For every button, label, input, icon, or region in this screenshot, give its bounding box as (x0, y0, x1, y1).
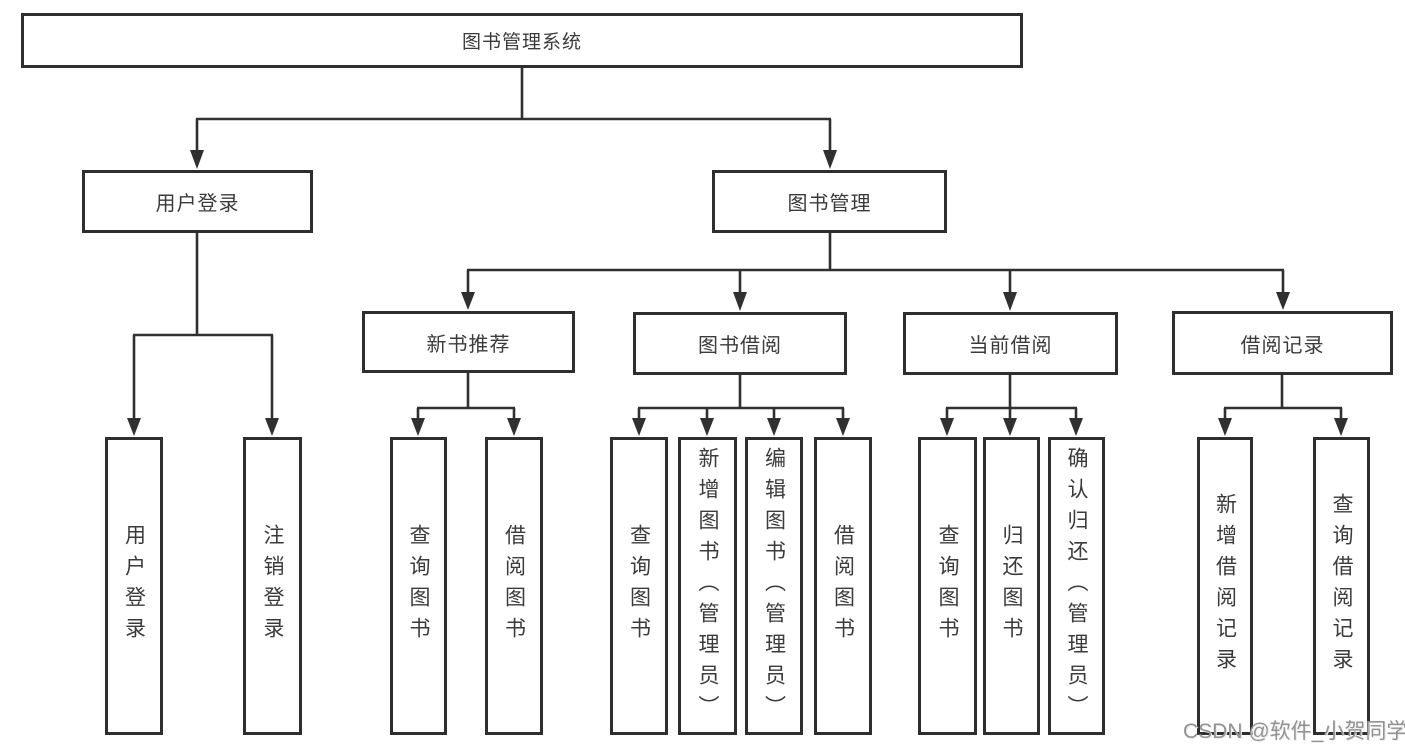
node-leaf-add-borrow-record: 新增借阅记录 (1197, 437, 1253, 735)
node-label: 查询图书 (627, 524, 651, 648)
node-leaf-query-borrow-record: 查询借阅记录 (1313, 437, 1370, 735)
node-label: 注销登录 (261, 524, 284, 648)
node-label: 图书借阅 (698, 335, 782, 357)
node-library-management-system: 图书管理系统 (21, 13, 1023, 68)
node-label: 借阅记录 (1240, 334, 1325, 357)
node-label: 新书推荐 (426, 333, 511, 356)
node-label: 确认归还（管理员） (1065, 446, 1088, 726)
node-label: 图书管理系统 (461, 32, 582, 53)
node-label: 编辑图书（管理员） (762, 446, 786, 726)
node-label: 用户登录 (122, 524, 146, 648)
node-leaf-logout: 注销登录 (243, 437, 302, 735)
node-borrowing-records: 借阅记录 (1172, 311, 1393, 375)
node-leaf-query-books-3: 查询图书 (918, 437, 977, 735)
node-leaf-borrow-books-1: 借阅图书 (485, 437, 543, 735)
node-user-login-branch: 用户登录 (82, 170, 313, 233)
node-label: 当前借阅 (968, 335, 1053, 357)
node-leaf-query-books-1: 查询图书 (390, 437, 447, 735)
node-book-management-branch: 图书管理 (712, 170, 947, 233)
node-new-book-recommendation: 新书推荐 (362, 311, 575, 373)
node-label: 借阅图书 (831, 524, 855, 648)
node-leaf-add-books-admin: 新增图书（管理员） (678, 437, 737, 735)
node-label: 查询借阅记录 (1330, 493, 1353, 679)
node-leaf-borrow-books-2: 借阅图书 (814, 437, 872, 735)
node-label: 用户登录 (155, 193, 240, 215)
node-label: 新增图书（管理员） (696, 446, 719, 726)
node-label: 图书管理 (787, 193, 872, 215)
csdn-watermark: CSDN @软件_小贺同学 (1183, 720, 1405, 743)
node-leaf-return-books: 归还图书 (983, 437, 1040, 735)
node-label: 借阅图书 (502, 524, 526, 648)
arrowheads (127, 150, 1348, 436)
node-label: 新增借阅记录 (1213, 493, 1237, 679)
node-leaf-edit-books-admin: 编辑图书（管理员） (745, 437, 803, 735)
node-book-borrowing: 图书借阅 (633, 312, 847, 375)
node-label: 查询图书 (407, 524, 430, 648)
node-label: 归还图书 (1000, 524, 1023, 648)
node-leaf-query-books-2: 查询图书 (610, 437, 668, 735)
node-leaf-user-login: 用户登录 (105, 437, 163, 735)
node-current-borrowing: 当前借阅 (903, 312, 1118, 375)
node-label: 查询图书 (936, 524, 959, 648)
node-leaf-confirm-return-admin: 确认归还（管理员） (1048, 437, 1105, 735)
